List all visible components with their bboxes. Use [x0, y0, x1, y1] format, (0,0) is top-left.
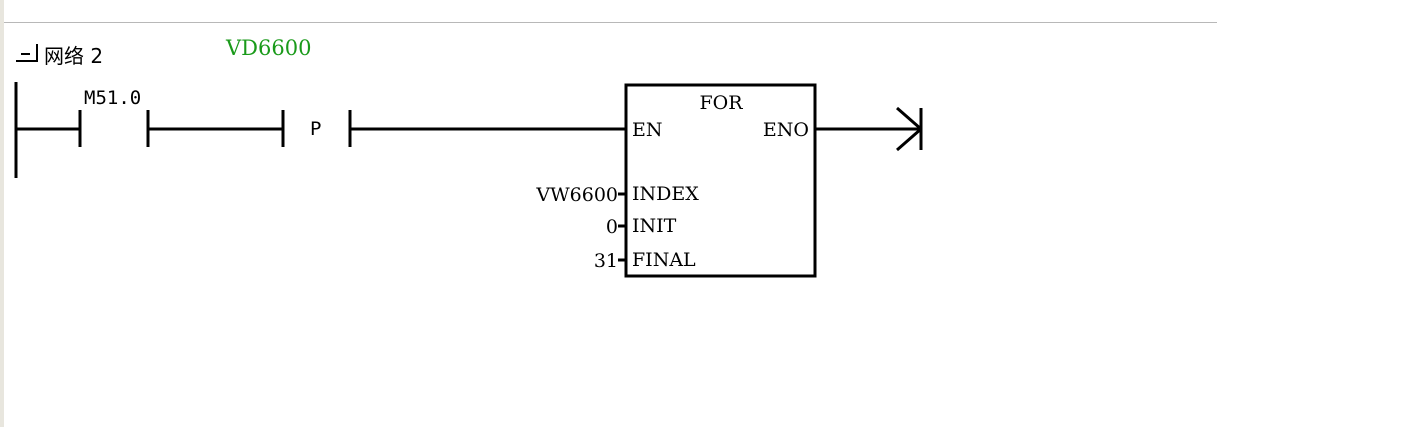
network-title: 网络 2 [44, 44, 104, 68]
editor-left-gutter [0, 0, 4, 427]
contact-m51-0[interactable] [78, 110, 150, 147]
input-pin-init[interactable]: INIT 0 [606, 215, 677, 238]
pin-label-index: INDEX [632, 183, 699, 205]
pin-value-init: 0 [606, 216, 618, 238]
pin-value-index: VW6600 [535, 184, 618, 206]
pin-label-init: INIT [632, 215, 677, 237]
input-pin-index[interactable]: INDEX VW6600 [535, 183, 699, 206]
block-name: FOR [699, 92, 743, 114]
pin-label-final: FINAL [632, 249, 696, 271]
rung-end-arrow-icon [896, 106, 923, 152]
contact-address: M51.0 [84, 87, 141, 109]
pin-value-final: 31 [594, 250, 618, 272]
block-en-label: EN [632, 119, 663, 141]
collapse-minus-icon[interactable] [16, 44, 38, 62]
network-comment[interactable]: VD6600 [226, 36, 312, 60]
input-pin-final[interactable]: FINAL 31 [594, 249, 696, 272]
block-eno-label: ENO [763, 119, 809, 141]
for-block[interactable] [624, 83, 817, 278]
edge-label: P [310, 118, 321, 140]
network-separator [4, 22, 1217, 23]
